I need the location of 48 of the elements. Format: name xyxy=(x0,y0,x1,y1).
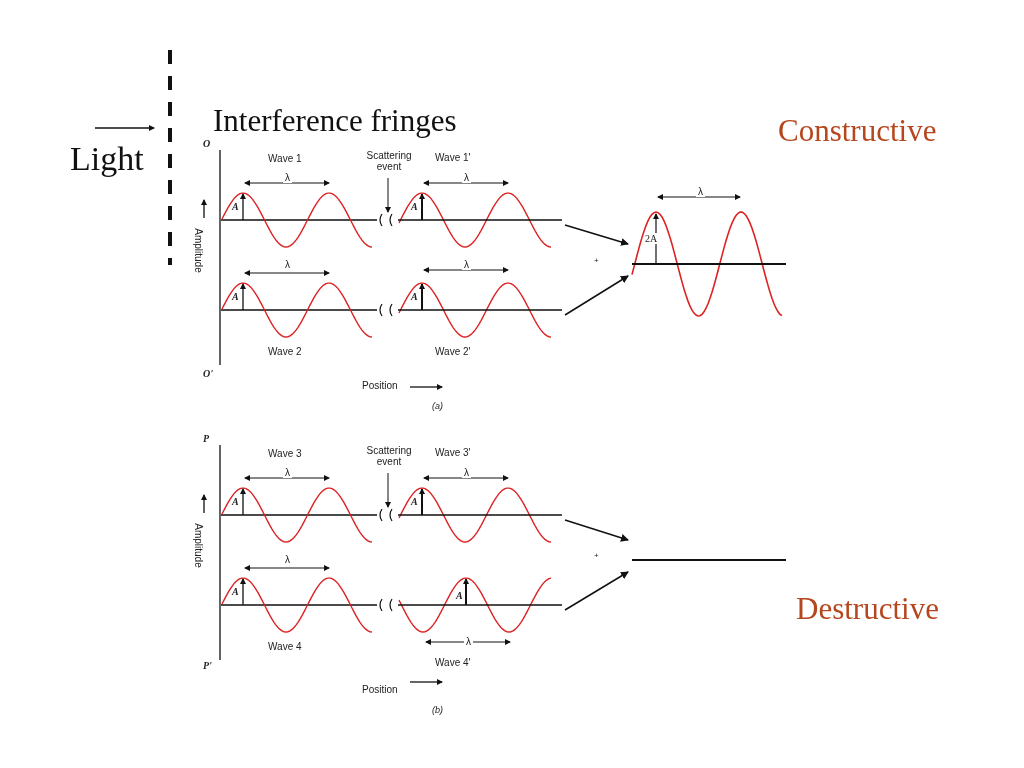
wavelength-label: λ xyxy=(283,554,292,565)
arrow xyxy=(564,519,629,542)
point-label: P' xyxy=(203,660,212,671)
heading: Interference fringes xyxy=(213,104,457,139)
side-label: Light xyxy=(70,140,144,178)
wave-label: Wave 3 xyxy=(268,448,302,459)
heading: Constructive xyxy=(778,114,937,149)
point-label: P xyxy=(203,433,210,444)
arrow xyxy=(564,275,629,316)
amplitude-label: A xyxy=(232,586,239,597)
amplitude-label: A xyxy=(232,496,239,507)
point-label: O' xyxy=(203,368,213,379)
wavelength-label: λ xyxy=(283,467,292,478)
amplitude-label: A xyxy=(456,590,463,601)
wave-label: Wave 1' xyxy=(435,152,471,163)
wave-label: Wave 1 xyxy=(268,153,302,164)
plus-sign: + xyxy=(594,552,599,561)
wave-label: Wave 3' xyxy=(435,447,471,458)
annotation-text: Scattering event xyxy=(365,445,413,467)
point-label: O xyxy=(203,138,211,149)
axis-label: Amplitude xyxy=(192,523,204,568)
amplitude-label: A xyxy=(232,201,239,212)
axis-label: Position xyxy=(362,380,398,391)
wavelength-label: λ xyxy=(462,259,471,270)
heading: Destructive xyxy=(796,592,939,627)
plus-sign: + xyxy=(594,257,599,266)
amplitude-label: A xyxy=(411,291,418,302)
arrow xyxy=(564,571,629,611)
wavelength-label: λ xyxy=(462,467,471,478)
wave-label: Wave 2 xyxy=(268,346,302,357)
wave-label: Wave 4 xyxy=(268,641,302,652)
wavelength-label: λ xyxy=(462,172,471,183)
wavelength-label: λ xyxy=(696,186,705,197)
amplitude-label: A xyxy=(232,291,239,302)
wave-label: Wave 4' xyxy=(435,657,471,668)
arrow xyxy=(564,224,629,246)
panel-label: (a) xyxy=(432,402,443,412)
annotation-text: Scattering event xyxy=(365,150,413,172)
axis-label: Amplitude xyxy=(192,228,204,273)
panel-label: (b) xyxy=(432,706,443,716)
amplitude-label: A xyxy=(411,496,418,507)
axis-label: Position xyxy=(362,684,398,695)
wavelength-label: λ xyxy=(283,172,292,183)
amplitude-label: A xyxy=(411,201,418,212)
amplitude-label: 2A xyxy=(645,233,658,244)
wavelength-label: λ xyxy=(283,259,292,270)
wavelength-label: λ xyxy=(464,636,473,647)
wave-label: Wave 2' xyxy=(435,346,471,357)
